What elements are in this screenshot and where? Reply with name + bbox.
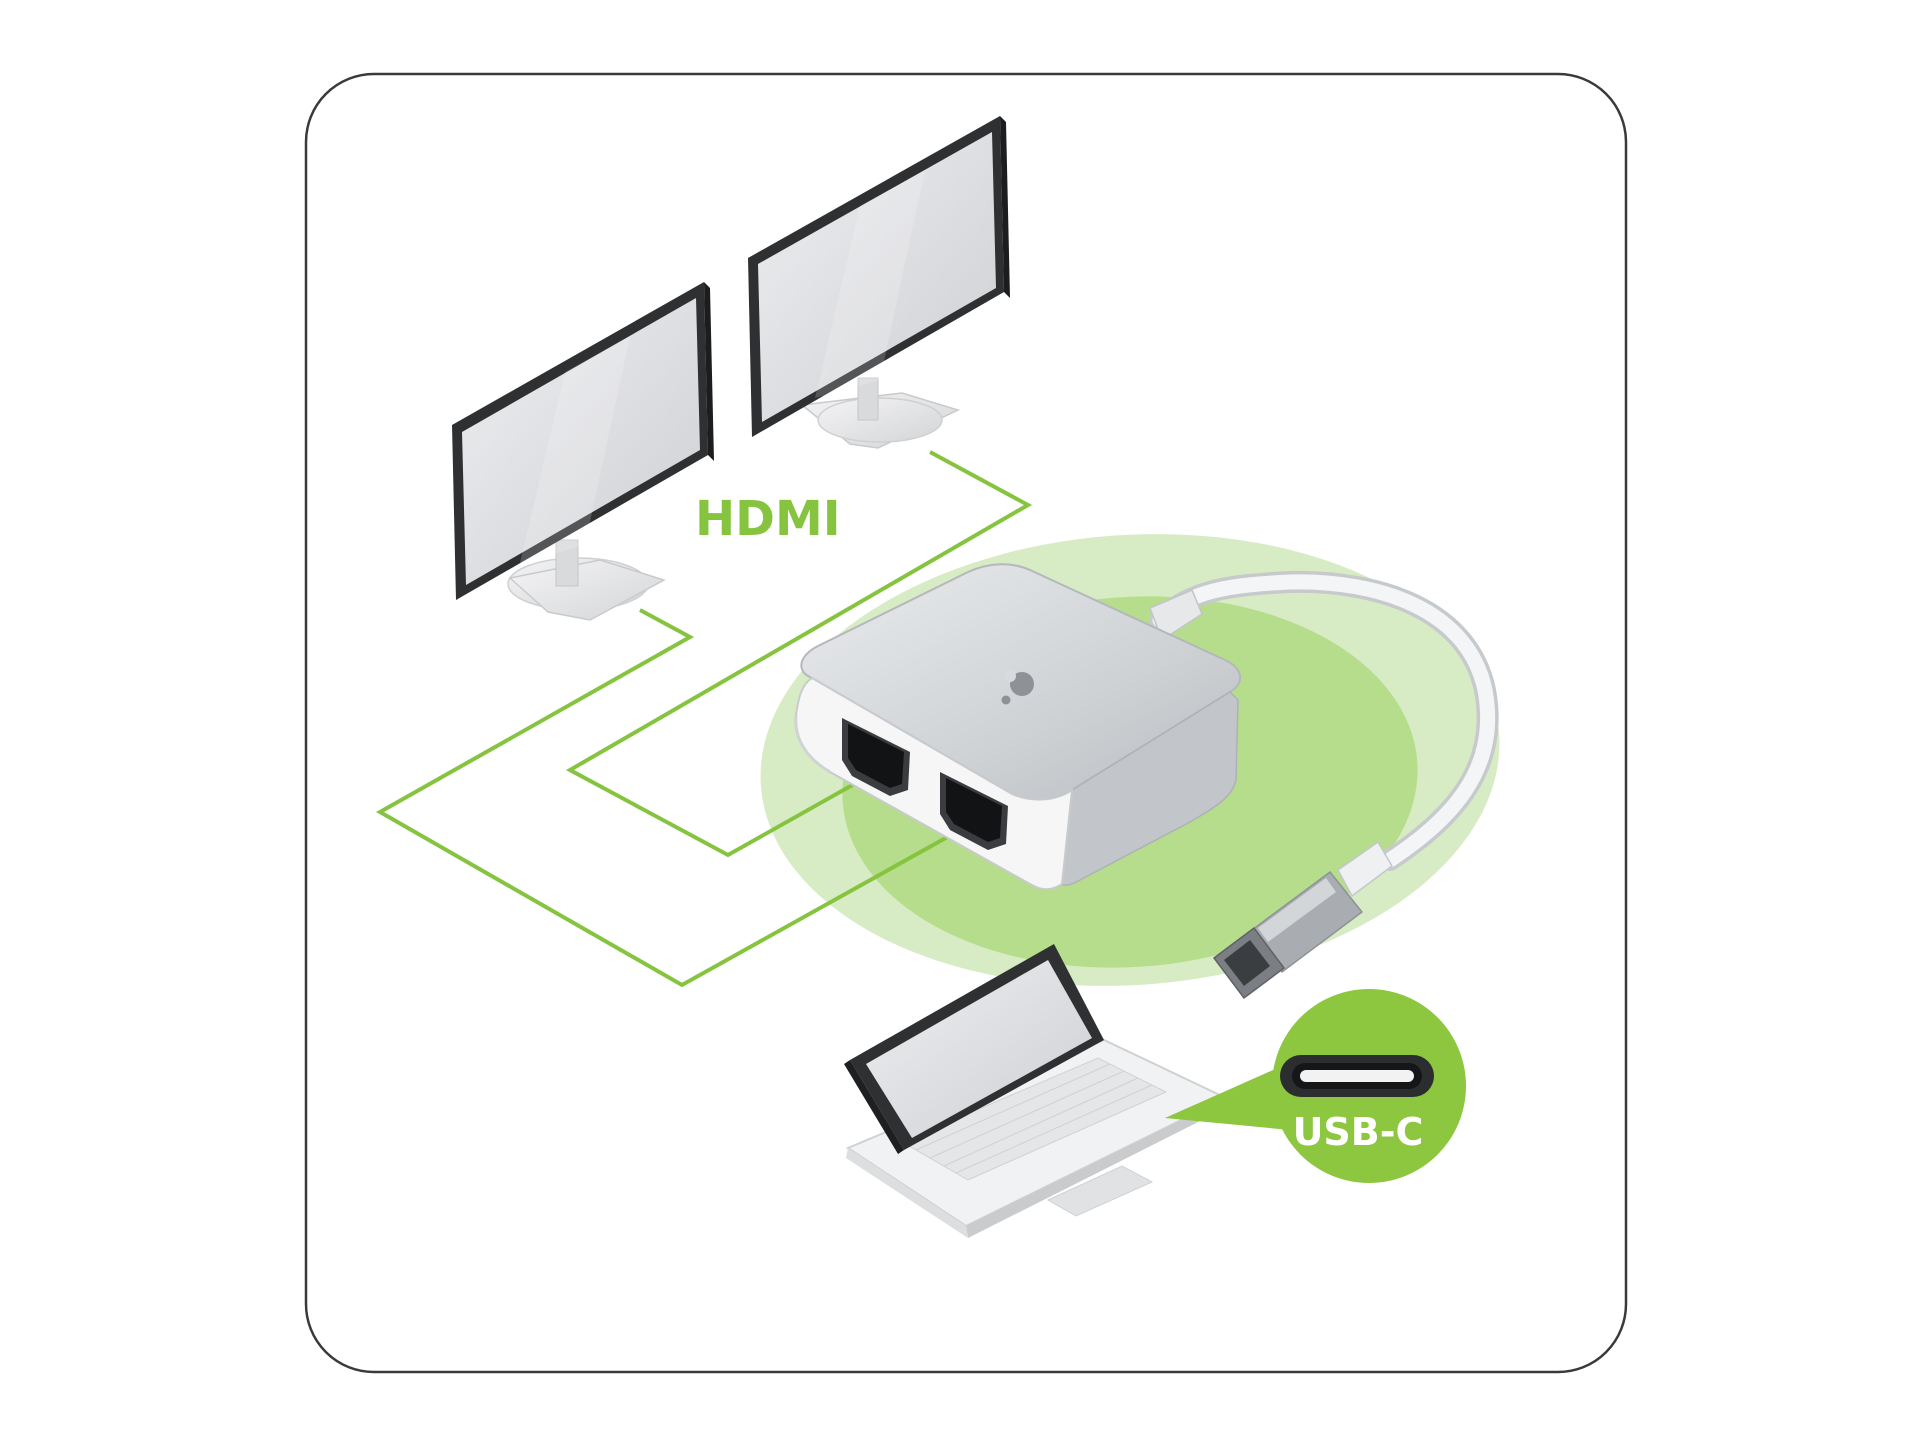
hdmi-port-icon [842, 718, 910, 796]
hdmi-line-monitor-left [375, 608, 961, 988]
hdmi-connection-lines [375, 450, 1033, 988]
usb-c-plug [1212, 840, 1393, 1000]
usb-c-cable [1149, 570, 1499, 871]
usb-c-callout: USB-C [1165, 989, 1466, 1183]
monitor-icon [452, 282, 714, 621]
brand-logo-icon [1001, 670, 1034, 705]
hdmi-label: HDMI [695, 491, 841, 547]
monitor-icon [748, 116, 1010, 449]
hdmi-port-icon [940, 772, 1008, 850]
usb-c-port-icon [1280, 1055, 1434, 1097]
laptop-icon [844, 944, 1229, 1238]
usb-c-label: USB-C [1293, 1110, 1424, 1154]
hdmi-line-monitor-right [565, 450, 1033, 858]
